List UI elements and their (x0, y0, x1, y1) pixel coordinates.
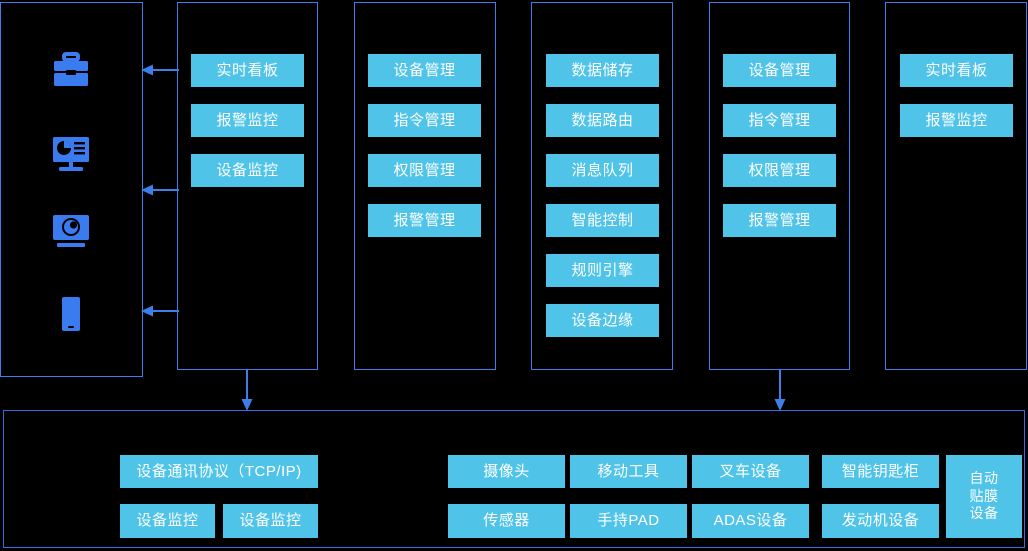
chip-auto-film-line-2: 贴膜 (969, 487, 999, 504)
chip-alarm-management[interactable]: 报警管理 (368, 204, 481, 237)
chip-camera[interactable]: 摄像头 (448, 455, 565, 488)
chip-device-monitoring-bottom-2[interactable]: 设备监控 (223, 504, 318, 538)
chip-data-storage[interactable]: 数据储存 (546, 54, 659, 87)
chip-alarm-monitoring[interactable]: 报警监控 (191, 104, 304, 137)
chip-mobile-tool[interactable]: 移动工具 (570, 455, 687, 488)
chip-device-monitoring[interactable]: 设备监控 (191, 154, 304, 187)
arrow-down-right (774, 370, 786, 411)
desktop-monitor-chart-icon (53, 137, 89, 171)
chip-smart-control[interactable]: 智能控制 (546, 204, 659, 237)
chip-forklift-equipment[interactable]: 叉车设备 (692, 455, 809, 488)
chip-realtime-dashboard[interactable]: 实时看板 (191, 54, 304, 87)
chip-device-edge[interactable]: 设备边缘 (546, 304, 659, 337)
chip-sensor[interactable]: 传感器 (448, 504, 565, 538)
chip-device-management-2[interactable]: 设备管理 (723, 54, 836, 87)
arrow-left-2 (141, 184, 179, 196)
chip-permission-management-2[interactable]: 权限管理 (723, 154, 836, 187)
chip-handheld-pad[interactable]: 手持PAD (570, 504, 687, 538)
arrow-down-left (241, 370, 253, 411)
chip-auto-film-line-3: 设备 (969, 505, 999, 522)
chip-device-management[interactable]: 设备管理 (368, 54, 481, 87)
arrow-left-3 (141, 305, 179, 317)
chip-device-monitoring-bottom-1[interactable]: 设备监控 (120, 504, 215, 538)
chip-message-queue[interactable]: 消息队列 (546, 154, 659, 187)
chip-auto-film-line-1: 自动 (969, 470, 999, 487)
chip-command-management-2[interactable]: 指令管理 (723, 104, 836, 137)
chip-rule-engine[interactable]: 规则引擎 (546, 254, 659, 287)
briefcase-icon (54, 52, 88, 86)
projector-screen-icon (53, 215, 89, 247)
chip-alarm-monitoring-2[interactable]: 报警监控 (900, 104, 1013, 137)
arrow-left-1 (141, 64, 179, 76)
chip-realtime-dashboard-2[interactable]: 实时看板 (900, 54, 1013, 87)
chip-device-communication-protocol[interactable]: 设备通讯协议（TCP/IP) (120, 455, 318, 488)
chip-alarm-management-2[interactable]: 报警管理 (723, 204, 836, 237)
chip-permission-management[interactable]: 权限管理 (368, 154, 481, 187)
chip-command-management[interactable]: 指令管理 (368, 104, 481, 137)
chip-engine-equipment[interactable]: 发动机设备 (822, 504, 939, 538)
chip-auto-film-equipment[interactable]: 自动 贴膜 设备 (946, 455, 1022, 538)
chip-data-routing[interactable]: 数据路由 (546, 104, 659, 137)
chip-adas-equipment[interactable]: ADAS设备 (692, 504, 809, 538)
mobile-phone-icon (62, 297, 80, 331)
chip-smart-key-cabinet[interactable]: 智能钥匙柜 (822, 455, 939, 488)
